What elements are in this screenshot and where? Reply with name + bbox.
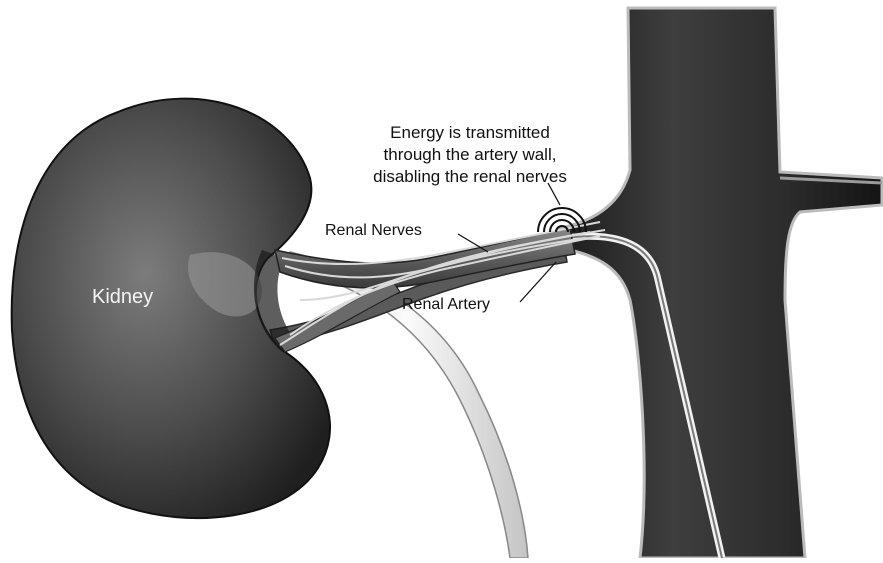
kidney-shape xyxy=(12,99,330,518)
caption-line-3: disabling the renal nerves xyxy=(335,166,605,188)
caption-line-1: Energy is transmitted xyxy=(335,122,605,144)
aorta xyxy=(560,8,882,558)
energy-caption: Energy is transmitted through the artery… xyxy=(335,122,605,188)
kidney-label: Kidney xyxy=(92,286,153,309)
renal-nerves-label: Renal Nerves xyxy=(325,222,422,240)
renal-artery-label: Renal Artery xyxy=(402,296,490,314)
caption-line-2: through the artery wall, xyxy=(335,144,605,166)
